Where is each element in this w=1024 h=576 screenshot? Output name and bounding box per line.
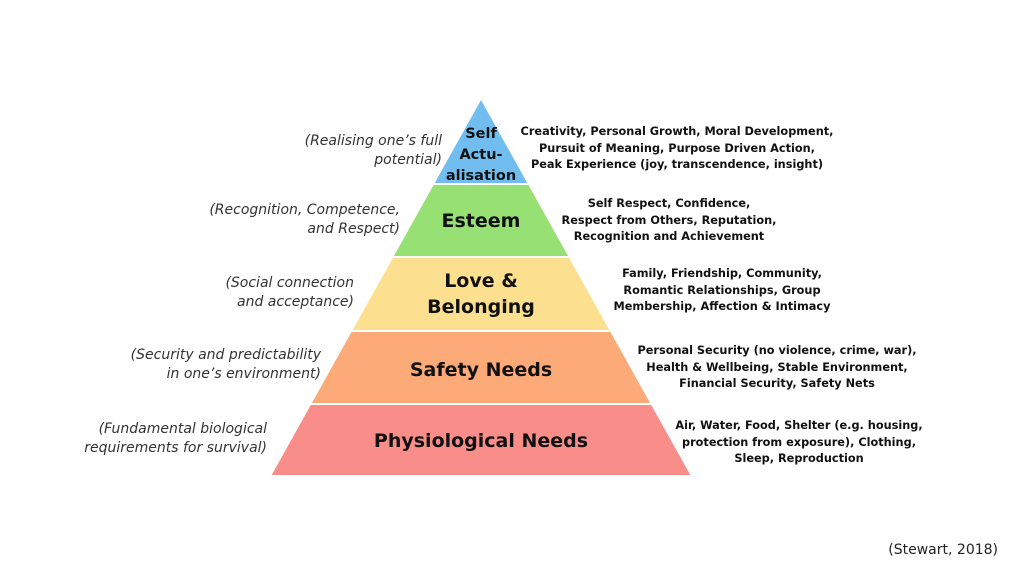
tier-label-esteem: Esteem [442, 210, 521, 232]
left-desc-physiological-needs: (Fundamental biological requirements for… [84, 421, 267, 456]
right-desc-love-belonging: Family, Friendship, Community, Romantic … [613, 267, 831, 313]
tier-label-love-belonging: Love &Belonging [427, 270, 535, 318]
right-desc-safety-needs: Personal Security (no violence, crime, w… [637, 344, 917, 390]
right-desc-self-actualisation: Creativity, Personal Growth, Moral Devel… [520, 125, 834, 171]
left-desc-safety-needs: (Security and predictability in one’s en… [130, 347, 321, 382]
left-desc-love-belonging: (Social connection and acceptance) [225, 275, 354, 310]
left-desc-esteem: (Recognition, Competence, and Respect) [209, 202, 400, 237]
left-desc-self-actualisation: (Realising one’s full potential) [304, 133, 442, 168]
tier-label-safety-needs: Safety Needs [410, 359, 552, 381]
tier-label-physiological-needs: Physiological Needs [374, 430, 588, 452]
right-desc-physiological-needs: Air, Water, Food, Shelter (e.g. housing,… [675, 419, 923, 465]
tier-physiological-needs [268, 403, 694, 477]
right-desc-esteem: Self Respect, Confidence, Respect from O… [561, 197, 777, 243]
citation: (Stewart, 2018) [888, 542, 998, 558]
